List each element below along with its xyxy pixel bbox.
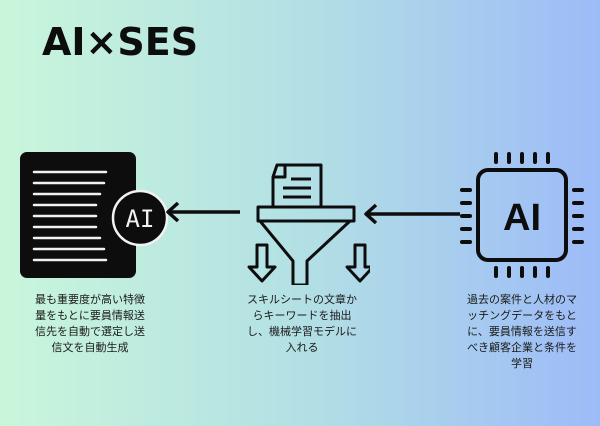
- caption-line: 量をもとに要員情報送: [35, 309, 145, 322]
- caption-output: 最も重要度が高い特徴 量をもとに要員情報送 信先を自動で選定し送 信文を自動生成: [10, 292, 170, 356]
- caption-line: べき顧客企業と条件を: [467, 341, 577, 354]
- caption-line: 入れる: [285, 341, 319, 354]
- caption-line: に、要員情報を送信す: [467, 325, 577, 338]
- caption-line: ッチングデータをもと: [467, 309, 577, 322]
- caption-line: 信文を自動生成: [51, 341, 129, 354]
- caption-learn: 過去の案件と人材のマ ッチングデータをもと に、要員情報を送信す べき顧客企業と…: [442, 292, 600, 372]
- caption-line: スキルシートの文章か: [247, 293, 357, 306]
- ai-badge-label: AI: [126, 205, 155, 233]
- caption-line: 学習: [511, 357, 533, 370]
- page-title: AI×SES: [42, 20, 199, 64]
- caption-line: し、機械学習モデルに: [247, 325, 357, 338]
- ai-chip-label: AI: [503, 197, 541, 239]
- caption-line: 過去の案件と人材のマ: [467, 293, 577, 306]
- arrow-left-icon: [166, 201, 240, 223]
- document-ai-icon: AI: [20, 152, 168, 278]
- caption-line: 最も重要度が高い特徴: [35, 293, 145, 306]
- arrow-left-icon: [364, 203, 460, 225]
- caption-extract: スキルシートの文章か らキーワードを抽出 し、機械学習モデルに 入れる: [222, 292, 382, 356]
- ai-chip-icon: AI: [460, 152, 584, 278]
- caption-line: 信先を自動で選定し送: [35, 325, 145, 338]
- funnel-document-icon: [247, 163, 370, 285]
- caption-line: らキーワードを抽出: [252, 309, 352, 322]
